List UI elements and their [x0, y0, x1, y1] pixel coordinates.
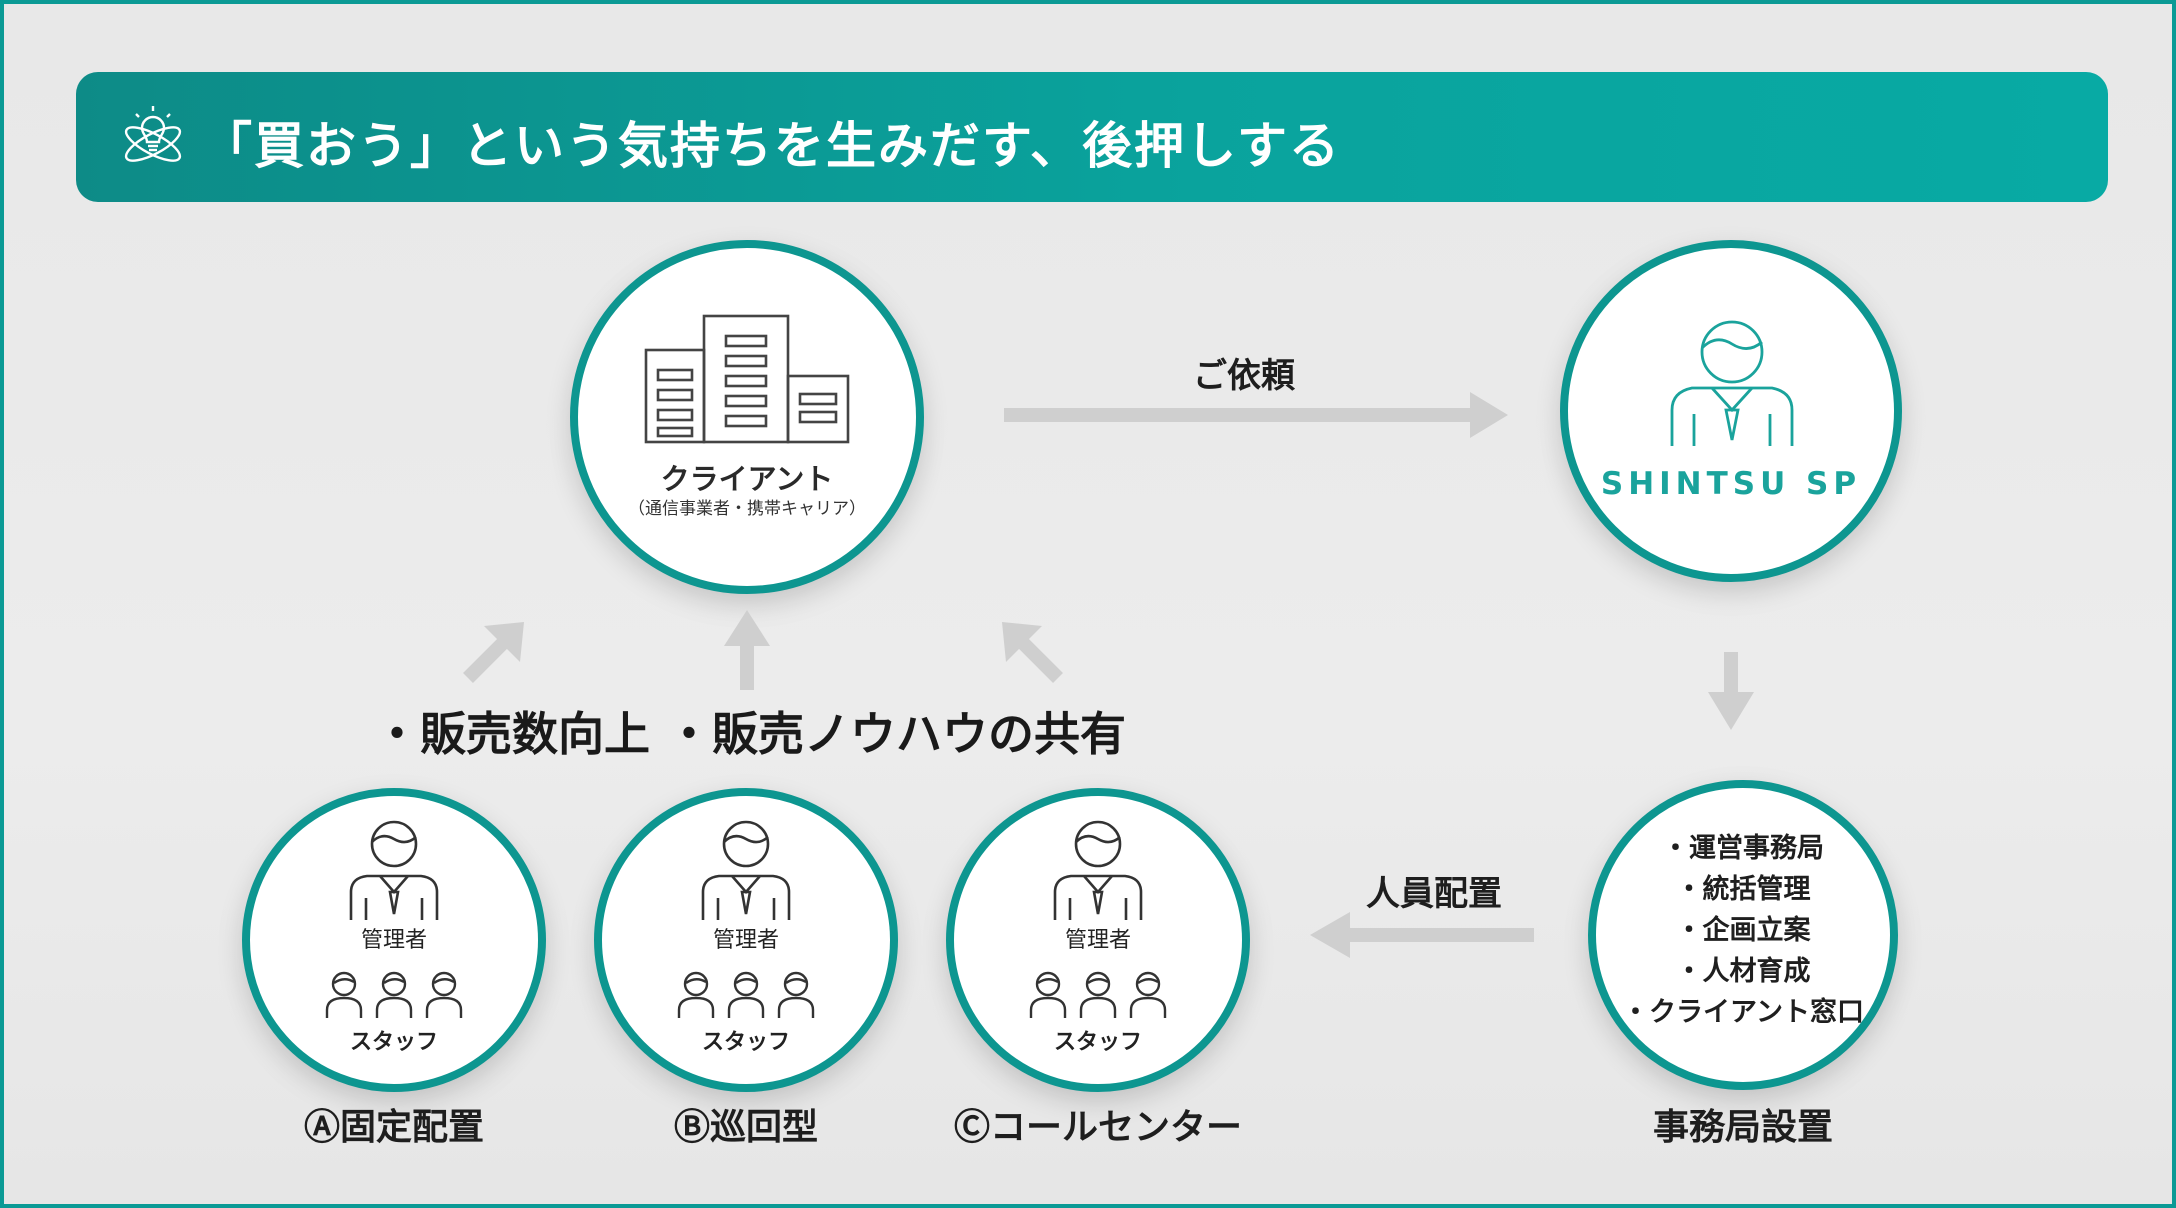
manager-label: 管理者: [1064, 928, 1131, 953]
staffing-arrow: [1310, 912, 1534, 958]
type-a-caption: Ⓐ固定配置: [303, 1107, 484, 1148]
up-right-arrow: [463, 622, 524, 683]
office-task-list: ・運営事務局 ・統括管理 ・企画立案 ・人材育成 ・クライアント窓口: [1588, 828, 1898, 1033]
up-arrow: [724, 610, 770, 690]
title-banner: 「買おう」という気持ちを生みだす、後押しする: [76, 72, 2108, 202]
manager-icon: [349, 820, 439, 920]
client-name: クライアント: [660, 462, 834, 496]
shintsu-circle: [1560, 240, 1902, 582]
manager-label: 管理者: [712, 928, 779, 953]
staff-label: スタッフ: [349, 1030, 438, 1055]
office-caption: 事務局設置: [1652, 1107, 1833, 1148]
office-buildings-icon: [644, 314, 850, 444]
office-task: ・統括管理: [1675, 874, 1811, 905]
office-task: ・人材育成: [1675, 956, 1811, 987]
manager-label: 管理者: [360, 928, 427, 953]
manager-icon: [1053, 820, 1143, 920]
businessman-icon: [1670, 320, 1794, 446]
client-subtitle: （通信事業者・携帯キャリア）: [628, 499, 866, 519]
up-left-arrow: [1002, 622, 1063, 683]
staff-label: スタッフ: [1053, 1030, 1142, 1055]
staff-group-icon: [325, 971, 463, 1018]
type-b-caption: Ⓑ巡回型: [673, 1107, 818, 1148]
shintsu-name: SHINTSU SP: [1600, 466, 1862, 502]
office-task: ・運営事務局: [1662, 833, 1824, 864]
office-circle: [1588, 780, 1898, 1090]
manager-icon: [701, 820, 791, 920]
request-label: ご依頼: [1193, 356, 1295, 396]
staff-group-icon: [677, 971, 815, 1018]
staff-group-icon: [1029, 971, 1167, 1018]
type-c-caption: Ⓒコールセンター: [953, 1107, 1242, 1148]
office-task: ・クライアント窓口: [1622, 997, 1864, 1028]
staff-label: スタッフ: [701, 1030, 790, 1055]
office-task: ・企画立案: [1675, 915, 1811, 946]
request-arrow: [1004, 392, 1508, 438]
staffing-label: 人員配置: [1366, 874, 1502, 914]
lightbulb-atom-icon: [124, 106, 182, 162]
down-arrow: [1708, 652, 1754, 730]
banner-title: 「買おう」という気持ちを生みだす、後押しする: [202, 117, 1341, 175]
benefits-text: ・販売数向上 ・販売ノウハウの共有: [374, 707, 1127, 761]
